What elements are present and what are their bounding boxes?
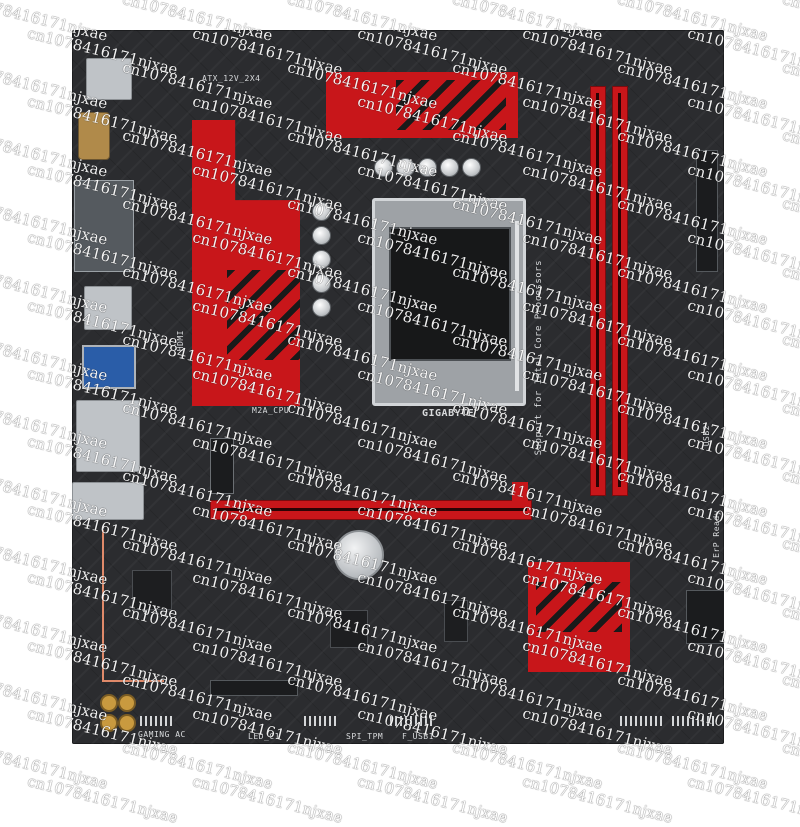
io-hdmi-port	[84, 286, 132, 330]
audio-codec-chip	[132, 570, 172, 610]
ram-slot-1	[590, 86, 606, 496]
spi-tpm-label: SPI_TPM	[346, 732, 384, 741]
watermark-text: cn1078416171njxae	[780, 262, 800, 317]
gaming-ac-label: GAMING AC	[138, 730, 186, 739]
cpu-socket-lever	[515, 221, 519, 391]
capacitor	[418, 158, 437, 177]
header-pins	[672, 716, 714, 726]
ram-slot-2	[612, 86, 628, 496]
capacitor	[312, 250, 331, 269]
heatsink-stripes	[396, 80, 506, 130]
capacitor	[312, 226, 331, 245]
header-pins	[390, 716, 432, 726]
watermark-text: cn1078416171njxae	[780, 330, 800, 385]
controller-chip	[444, 600, 468, 642]
audio-capacitor	[118, 714, 136, 732]
audio-capacitor	[100, 694, 118, 712]
capacitor	[312, 298, 331, 317]
watermark-text: cn1078416171njxae	[780, 466, 800, 521]
cmos-battery	[334, 530, 384, 580]
header-pins	[304, 716, 338, 726]
pcie-slot-latch	[512, 482, 528, 506]
io-lan-usb-stack	[76, 400, 140, 472]
watermark-text: cn1078416171njxae	[780, 58, 800, 113]
watermark-text: cn1078416171njxae	[780, 738, 800, 793]
watermark-text: cn1078416171njxae	[780, 126, 800, 181]
cpu-socket	[372, 198, 526, 406]
io-dvi-port	[74, 180, 134, 272]
atx-power-connector	[696, 150, 718, 272]
watermark-text: cn1078416171njxae	[780, 0, 800, 45]
header-pins	[140, 716, 174, 726]
header-pins	[620, 716, 662, 726]
watermark-text: cn1078416171njxae	[780, 534, 800, 589]
io-usb3-port	[82, 345, 136, 389]
heatsink-stripes	[227, 270, 300, 360]
super-io-chip	[330, 610, 368, 648]
ram-slot-groove	[596, 93, 599, 487]
vrm-heatsink-top	[326, 72, 518, 138]
f-usb1-label: F_USB1	[402, 732, 434, 741]
ram-slot-groove	[618, 93, 621, 487]
capacitor	[396, 158, 415, 177]
brand-label: GIGABYTE	[422, 408, 475, 419]
chipset-heatsink	[528, 562, 630, 672]
capacitor	[462, 158, 481, 177]
m2-label: M2A_CPU	[252, 406, 290, 415]
m2-slot	[210, 438, 234, 494]
watermark-text: cn1078416171njxae	[780, 670, 800, 725]
audio-capacitor	[118, 694, 136, 712]
atx-12v-label: ATX_12V_2X4	[202, 74, 261, 83]
led-c1-label: LED_C1	[248, 732, 280, 741]
audio-separation-line	[102, 530, 164, 682]
audio-capacitor	[100, 714, 118, 732]
heatsink-stripes	[536, 582, 622, 632]
io-ps2-port	[86, 58, 132, 100]
pcie-x1-slot	[210, 680, 298, 696]
capacitor	[312, 274, 331, 293]
pcie-slot-groove	[215, 508, 527, 511]
capacitor	[312, 202, 331, 221]
watermark-text: cn1078416171njxae	[780, 398, 800, 453]
capacitor	[374, 158, 393, 177]
motherboard: GIGABYTE Support for Intel Core Processo…	[72, 30, 724, 744]
cpu-socket-lid	[389, 227, 511, 361]
capacitor	[440, 158, 459, 177]
io-audio-usb-stack	[72, 482, 144, 520]
sata-connector	[686, 590, 724, 644]
watermark-text: cn1078416171njxae	[780, 194, 800, 249]
watermark-text: cn1078416171njxae	[780, 602, 800, 657]
io-antenna-connector	[78, 112, 110, 160]
pcie-x16-slot	[210, 500, 532, 520]
